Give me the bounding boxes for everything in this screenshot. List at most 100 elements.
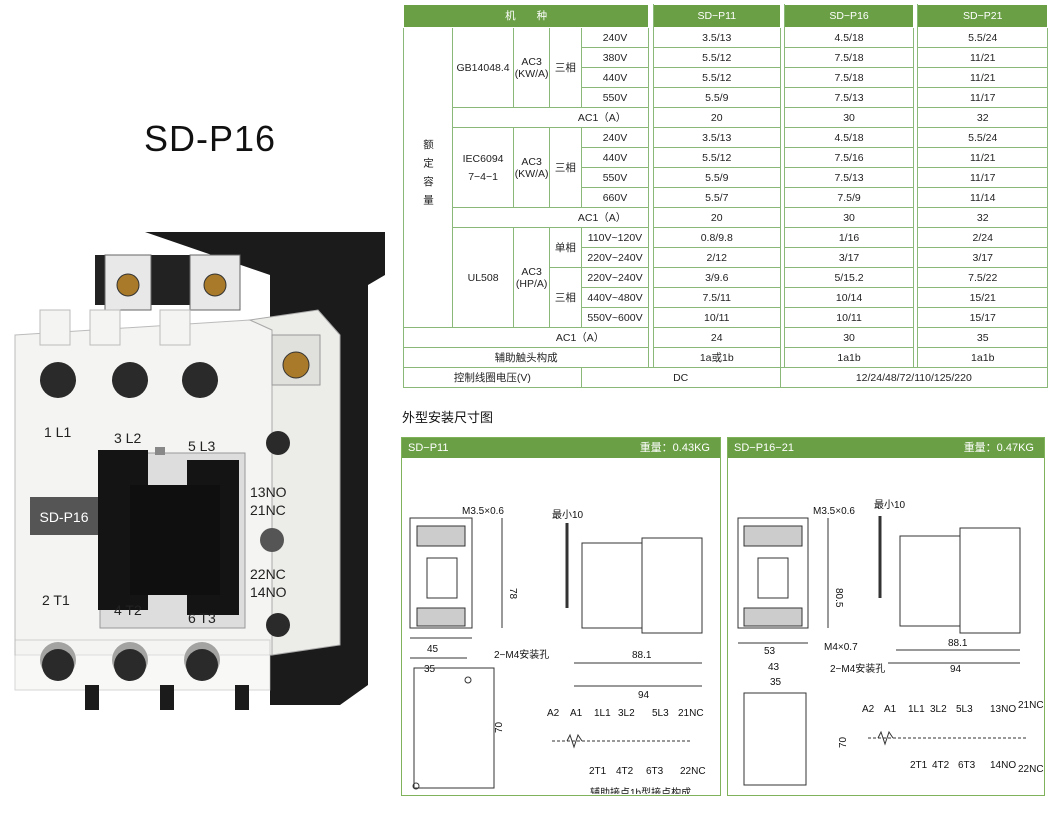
cell: 1a1b — [784, 347, 914, 368]
cell: 11/21 — [917, 147, 1048, 168]
cell: 5.5/12 — [652, 47, 781, 68]
cell: 20 — [652, 207, 781, 228]
p16-hole: 2−M4安装孔 — [830, 662, 885, 675]
terminal-14no: 14NO — [250, 584, 287, 600]
cell: 2/12 — [652, 247, 781, 268]
iec-category: AC3 (KW/A) — [513, 127, 551, 208]
p11-term: 4T2 — [616, 766, 634, 777]
p16-dim-w2: 43 — [768, 662, 780, 673]
iec-voltage: 660V — [580, 187, 650, 208]
header-sd-p21: SD−P21 — [917, 4, 1048, 28]
cell: 30 — [784, 207, 914, 228]
cell: 30 — [784, 107, 914, 128]
p16-term: 14NO — [990, 760, 1016, 771]
p11-dim-h: 78 — [507, 588, 518, 600]
cell: 24 — [652, 327, 781, 348]
cell: 3.5/13 — [652, 27, 781, 48]
cell: 35 — [917, 327, 1048, 348]
terminal-l1: 1 L1 — [44, 424, 71, 440]
ul-voltage: 440V~480V — [580, 287, 650, 308]
terminal-22nc: 22NC — [250, 566, 286, 582]
terminal-t1: 2 T1 — [42, 592, 70, 608]
cell: 5.5/24 — [917, 127, 1048, 148]
p16-screw2: M4×0.7 — [824, 642, 858, 653]
ul-standard: UL508 — [451, 227, 515, 328]
cell: 1a或1b — [652, 347, 781, 368]
cell: 15/21 — [917, 287, 1048, 308]
p16-term: 13NO — [990, 704, 1016, 715]
ul-voltage: 110V~120V — [580, 227, 650, 248]
drawing-p11: 45 35 78 M3.5×0.6 2−M4安装孔 70 最小10 88.1 9… — [409, 506, 706, 799]
p11-circuit-top: A2 A1 1L1 3L2 5L3 21NC — [547, 708, 704, 719]
p11-hole: 2−M4安装孔 — [494, 648, 549, 661]
cell: 3/17 — [917, 247, 1048, 268]
p11-circuit-bottom: 2T1 4T2 6T3 22NC — [589, 766, 706, 777]
panel-p11-name: SD−P11 — [408, 442, 449, 454]
p16-term: 3L2 — [930, 704, 947, 715]
cell: 4.5/18 — [784, 27, 914, 48]
panel-p16-name: SD−P16−21 — [734, 442, 794, 454]
cell: 7.5/13 — [784, 87, 914, 108]
gb-voltage: 380V — [580, 47, 650, 68]
cell: 5.5/12 — [652, 67, 781, 88]
iec-voltage: 240V — [580, 127, 650, 148]
iec-ac1-label: AC1（A） — [513, 207, 650, 228]
product-label: SD-P16 — [39, 509, 88, 525]
coil-values: 12/24/48/72/110/125/220 — [780, 367, 1048, 388]
p16-term: A2 — [862, 704, 875, 715]
ul-single-phase: 单相 — [549, 227, 582, 268]
cell: 7.5/22 — [917, 267, 1048, 288]
cell: 11/17 — [917, 87, 1048, 108]
cell: 7.5/9 — [784, 187, 914, 208]
gb-ac1-label: AC1（A） — [513, 107, 650, 128]
p16-term: 5L3 — [956, 704, 973, 715]
terminal-l2: 3 L2 — [114, 430, 141, 446]
p11-dim-w1: 45 — [427, 644, 439, 655]
panel-sd-p16-21: SD−P16−21 重量：0.47KG M3.5×0.6 M4×0.7 80.5… — [727, 437, 1045, 796]
cell: 7.5/11 — [652, 287, 781, 308]
p16-dim-w3: 35 — [770, 677, 782, 688]
p16-term: 4T2 — [932, 760, 950, 771]
p16-circuit-top: A2 A1 1L1 3L2 5L3 13NO 21NC — [862, 700, 1044, 715]
iec-three-phase: 三相 — [549, 127, 582, 208]
cell: 7.5/18 — [784, 47, 914, 68]
p11-dim-v: 70 — [494, 721, 505, 733]
terminal-21nc: 21NC — [250, 502, 286, 518]
cell: 11/17 — [917, 167, 1048, 188]
cell: 10/14 — [784, 287, 914, 308]
gb-category: AC3 (KW/A) — [513, 27, 551, 108]
cell: 15/17 — [917, 307, 1048, 328]
p16-term: 6T3 — [958, 760, 976, 771]
cell: 0.8/9.8 — [652, 227, 781, 248]
p11-dim-w2: 35 — [424, 664, 436, 675]
iec-voltage: 440V — [580, 147, 650, 168]
p16-circuit-bottom: 2T1 4T2 6T3 14NO 22NC — [910, 760, 1044, 775]
terminal-t3: 6 T3 — [188, 610, 216, 626]
cell: 11/21 — [917, 47, 1048, 68]
cell: 11/14 — [917, 187, 1048, 208]
cell: 10/11 — [784, 307, 914, 328]
p11-dim-d2: 94 — [638, 690, 650, 701]
contactor-illustration: A2 1 SD-P16 1 L1 3 L2 5 L3 2 T1 4 T2 6 T… — [14, 232, 385, 710]
cell: 3.5/13 — [652, 127, 781, 148]
p16-screw: M3.5×0.6 — [813, 506, 855, 517]
cell: 32 — [917, 107, 1048, 128]
cell: 1a1b — [917, 347, 1048, 368]
aux-label: 辅助触头构成 — [402, 347, 650, 368]
p11-term: 6T3 — [646, 766, 664, 777]
p16-dim-d1: 88.1 — [948, 638, 968, 649]
cell: 32 — [917, 207, 1048, 228]
brand-logo — [260, 528, 284, 552]
iec-voltage: 550V — [580, 167, 650, 188]
p16-min: 最小10 — [874, 499, 906, 511]
drawing-p16: M3.5×0.6 M4×0.7 80.5 53 43 35 2−M4安装孔 70… — [737, 499, 1044, 786]
coil-label: 控制线圈电压(V) — [403, 367, 582, 388]
cell: 20 — [652, 107, 781, 128]
terminal-l3: 5 L3 — [188, 438, 215, 454]
p16-dim-d2: 94 — [950, 664, 962, 675]
p16-term: 1L1 — [908, 704, 925, 715]
terminal-13no: 13NO — [250, 484, 287, 500]
p11-screw: M3.5×0.6 — [462, 506, 504, 517]
p16-dim-h: 80.5 — [833, 588, 844, 608]
cell: 5.5/24 — [917, 27, 1048, 48]
